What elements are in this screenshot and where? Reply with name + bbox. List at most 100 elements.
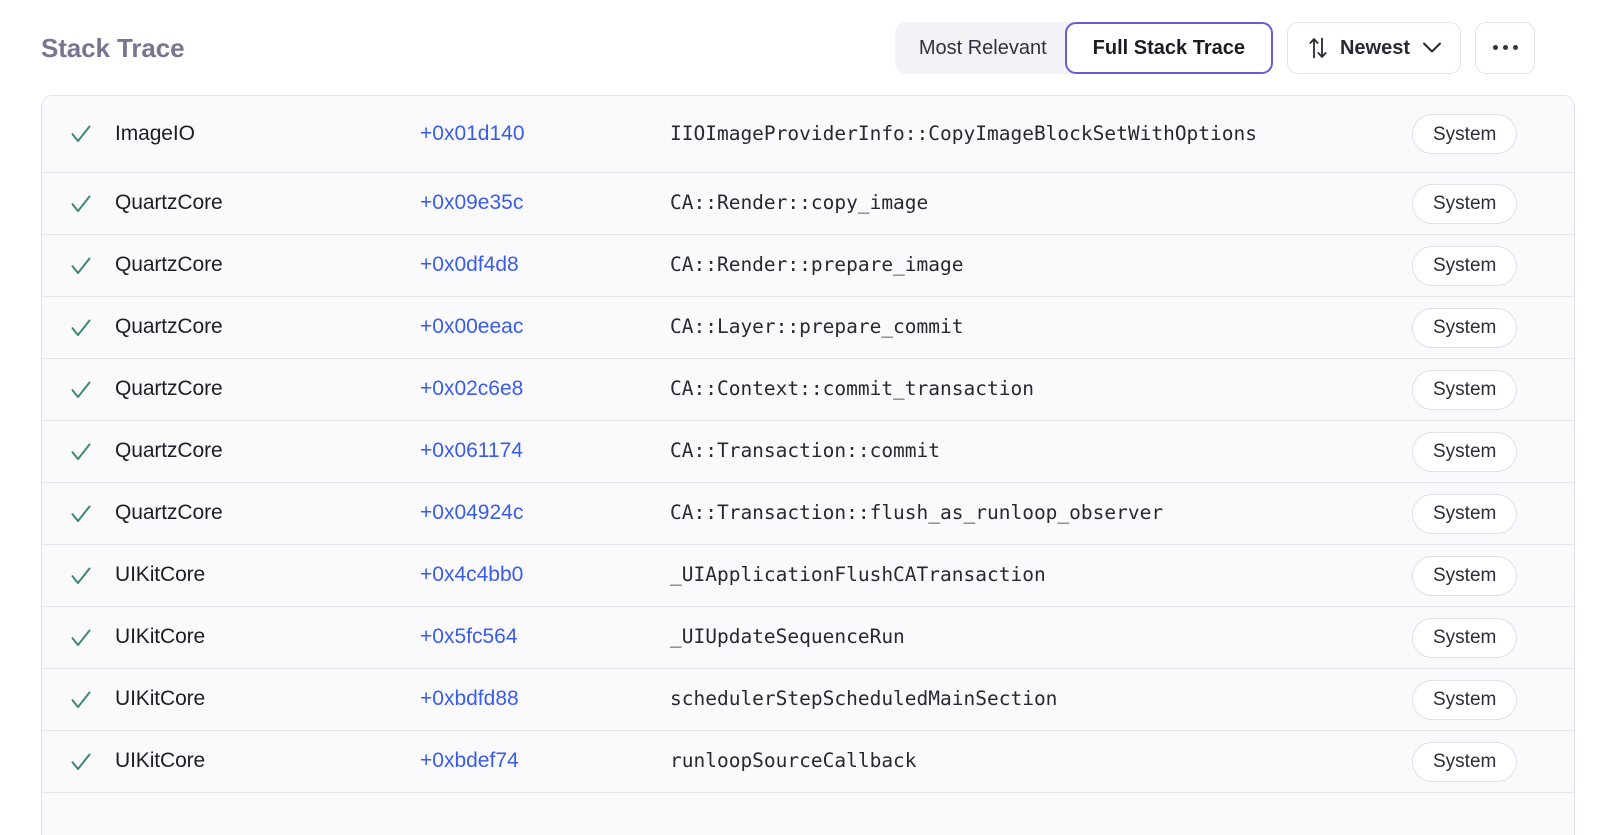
status-badge: System (1412, 493, 1518, 534)
frame-address[interactable]: +0x01d140 (420, 121, 525, 145)
frame-origin-cell: System (1412, 493, 1552, 534)
frame-origin-cell: System (1412, 114, 1552, 154)
frame-status-cell (42, 564, 115, 588)
frame-status-cell (42, 502, 115, 526)
frame-symbol-name: _UIApplicationFlushCATransaction (670, 563, 1046, 587)
frame-status-cell (42, 316, 115, 340)
frame-origin-cell: System (1412, 555, 1552, 596)
page-title: Stack Trace (41, 32, 185, 63)
frame-symbol-name: CA::Layer::prepare_commit (670, 315, 964, 339)
frame-binary-name: QuartzCore (115, 501, 223, 525)
table-row[interactable]: QuartzCore +0x00eeac CA::Layer::prepare_co… (42, 297, 1574, 359)
frame-status-cell (42, 626, 115, 650)
tab-most-relevant[interactable]: Most Relevant (894, 21, 1083, 74)
frame-address[interactable]: +0x00eeac (420, 315, 524, 339)
frame-address[interactable]: +0x09e35c (420, 191, 524, 215)
checkmark-icon (69, 316, 93, 340)
frame-status-cell (42, 688, 115, 712)
table-row[interactable]: QuartzCore +0x061174 CA::Transaction::comm… (42, 421, 1574, 483)
frame-origin-cell: System (1412, 307, 1552, 348)
table-row[interactable]: ImageIO +0x01d140 IIOImageProviderInfo::Co… (42, 96, 1574, 173)
more-options-button[interactable] (1475, 21, 1535, 74)
frame-binary-name: UIKitCore (115, 625, 206, 649)
frame-binary-name: QuartzCore (115, 439, 223, 463)
status-badge: System (1412, 114, 1518, 154)
frame-address[interactable]: +0xbdfd88 (420, 687, 519, 711)
frame-status-cell (42, 254, 115, 278)
frame-symbol-name: CA::Transaction::flush_as_runloop_observ… (670, 501, 1164, 525)
frame-origin-cell: System (1412, 369, 1552, 410)
status-badge: System (1412, 307, 1518, 348)
frame-origin-cell: System (1412, 183, 1552, 224)
frame-binary-name: UIKitCore (115, 563, 206, 587)
frame-symbol-name: runloopSourceCallback (670, 749, 917, 773)
checkmark-icon (69, 626, 93, 650)
frame-symbol-name: CA::Render::prepare_image (670, 253, 964, 277)
frame-status-cell (42, 750, 115, 774)
frame-address[interactable]: +0x061174 (420, 439, 523, 463)
status-badge: System (1412, 741, 1518, 782)
frame-address[interactable]: +0x02c6e8 (420, 377, 524, 401)
checkmark-icon (69, 254, 93, 278)
checkmark-icon (69, 378, 93, 402)
chevron-down-icon (1422, 41, 1442, 54)
stack-trace-table: ImageIO +0x01d140 IIOImageProviderInfo::Co… (41, 95, 1575, 835)
panel-header: Stack Trace Most Relevant Full Stack Tra… (0, 0, 1614, 95)
frame-symbol-name: CA::Render::copy_image (670, 191, 929, 215)
table-row[interactable]: UIKitCore +0x5fc564 _UIUpdateSequenceRun Sy… (42, 607, 1574, 669)
frame-origin-cell: System (1412, 617, 1552, 658)
table-row[interactable]: QuartzCore +0x09e35c CA::Render::copy_imag… (42, 173, 1574, 235)
table-row[interactable]: QuartzCore +0x04924c CA::Transaction::flus… (42, 483, 1574, 545)
status-badge: System (1412, 679, 1518, 720)
tab-full-stack-trace[interactable]: Full Stack Trace (1064, 21, 1273, 74)
checkmark-icon (69, 750, 93, 774)
frame-binary-name: QuartzCore (115, 315, 223, 339)
checkmark-icon (69, 192, 93, 216)
frame-address[interactable]: +0x4c4bb0 (420, 563, 524, 587)
frame-binary-name: UIKitCore (115, 749, 206, 773)
frame-origin-cell: System (1412, 245, 1552, 286)
table-row[interactable]: QuartzCore +0x02c6e8 CA::Context::commit_t… (42, 359, 1574, 421)
status-badge: System (1412, 617, 1518, 658)
checkmark-icon (69, 564, 93, 588)
table-row[interactable]: QuartzCore +0x0df4d8 CA::Render::prepare_i… (42, 235, 1574, 297)
frame-address[interactable]: +0x0df4d8 (420, 253, 519, 277)
frame-status-cell (42, 440, 115, 464)
status-badge: System (1412, 369, 1518, 410)
frame-address[interactable]: +0x5fc564 (420, 625, 518, 649)
frame-binary-name: QuartzCore (115, 191, 223, 215)
sort-button[interactable]: Newest (1286, 21, 1461, 74)
status-badge: System (1412, 245, 1518, 286)
frame-origin-cell: System (1412, 741, 1552, 782)
checkmark-icon (69, 122, 93, 146)
frame-symbol-name: IIOImageProviderInfo::CopyImageBlockSetW… (670, 121, 1257, 145)
frame-address[interactable]: +0x04924c (420, 501, 524, 525)
status-badge: System (1412, 431, 1518, 472)
frame-binary-name: ImageIO (115, 121, 195, 145)
checkmark-icon (69, 502, 93, 526)
toolbar: Most Relevant Full Stack Trace Newest (894, 21, 1535, 74)
status-badge: System (1412, 183, 1518, 224)
frame-status-cell (42, 122, 115, 146)
sort-arrows-icon (1308, 37, 1328, 59)
frame-symbol-name: CA::Context::commit_transaction (670, 377, 1034, 401)
frame-symbol-name: _UIUpdateSequenceRun (670, 625, 905, 649)
frame-symbol-name: schedulerStepScheduledMainSection (670, 687, 1058, 711)
frame-origin-cell: System (1412, 679, 1552, 720)
trace-mode-segmented-control: Most Relevant Full Stack Trace (894, 21, 1273, 74)
checkmark-icon (69, 688, 93, 712)
table-row[interactable]: UIKitCore +0xbdef74 runloopSourceCallback S… (42, 731, 1574, 793)
frame-binary-name: QuartzCore (115, 253, 223, 277)
sort-label: Newest (1339, 36, 1410, 59)
table-row[interactable]: UIKitCore +0x4c4bb0 _UIApplicationFlushCAT… (42, 545, 1574, 607)
frame-symbol-name: CA::Transaction::commit (670, 439, 941, 463)
frame-origin-cell: System (1412, 431, 1552, 472)
frame-binary-name: QuartzCore (115, 377, 223, 401)
frame-address[interactable]: +0xbdef74 (420, 749, 519, 773)
checkmark-icon (69, 440, 93, 464)
status-badge: System (1412, 555, 1518, 596)
frame-status-cell (42, 378, 115, 402)
frame-status-cell (42, 192, 115, 216)
